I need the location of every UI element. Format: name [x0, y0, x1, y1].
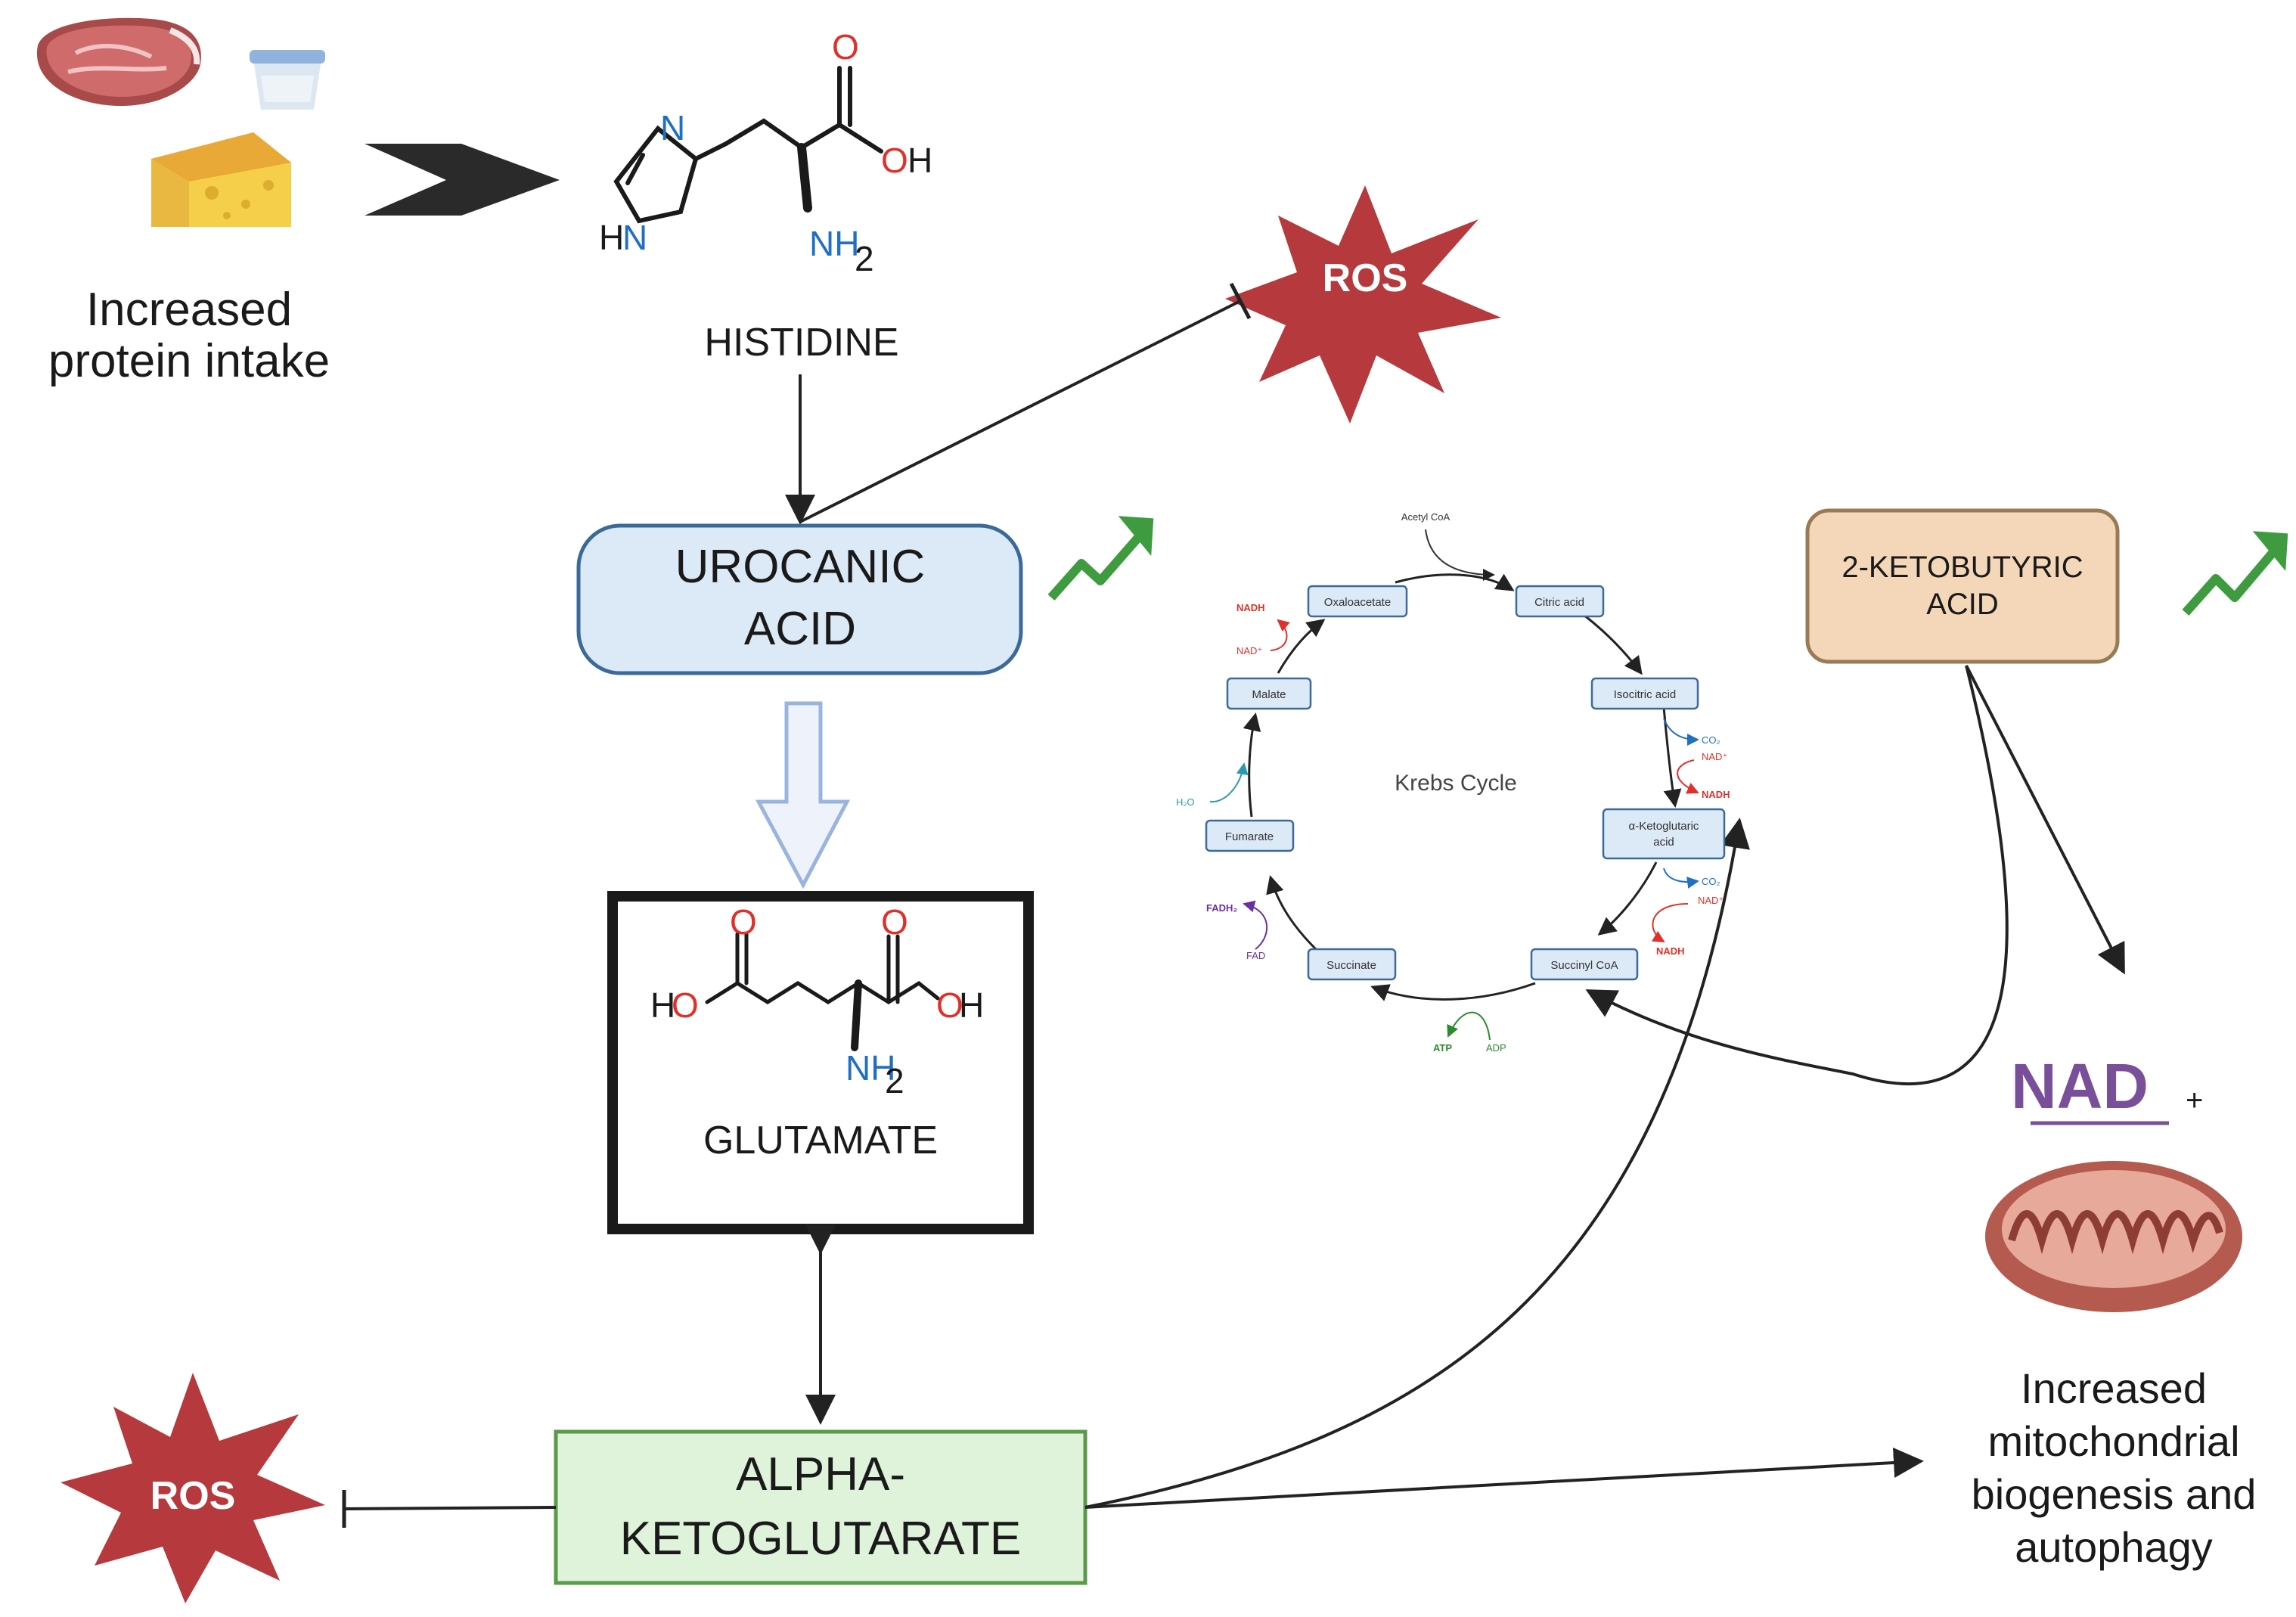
nadh-label-b: NADH — [1656, 945, 1685, 957]
histidine-nh2: NH — [809, 224, 859, 263]
krebs-node-akg: α-Ketoglutaric acid — [1602, 808, 1726, 860]
glutamate-box — [607, 891, 1034, 1234]
trend-up-icon-right — [2182, 531, 2288, 616]
outcome-line3: biogenesis and — [1972, 1470, 2257, 1518]
svg-text:Succinate: Succinate — [1326, 959, 1376, 972]
ketobutyric-line2: ACID — [1926, 588, 1999, 621]
glutamate-o2: O — [881, 902, 908, 942]
ketobutyric-acid-box — [1805, 508, 2120, 664]
fad-label: FAD — [1246, 950, 1265, 961]
svg-text:Citric acid: Citric acid — [1534, 596, 1584, 609]
ros-top-burst — [1225, 185, 1501, 424]
arrow-akg-to-krebs — [1084, 818, 1750, 1509]
co2-label-a: CO₂ — [1702, 734, 1720, 746]
svg-text:acid: acid — [1653, 836, 1674, 849]
glutamate-oh-o: O — [936, 985, 963, 1025]
krebs-node-malate: Malate — [1226, 677, 1312, 710]
alpha-ketoglutarate-box — [554, 1429, 1087, 1585]
histidine-hn: N — [622, 218, 647, 257]
arrow-keto-to-succinyl — [1585, 665, 2009, 1085]
nadp-label-b: NAD⁺ — [1698, 895, 1724, 906]
krebs-node-citric: Citric acid — [1515, 585, 1605, 618]
steak-icon — [36, 17, 201, 106]
nad-label: NAD — [2011, 1051, 2149, 1122]
fadh2-label: FADH₂ — [1206, 902, 1237, 914]
nadh-label-c: NADH — [1236, 602, 1265, 613]
krebs-cycle: Krebs Cycle Acetyl CoA Oxaloacetate Citr… — [1176, 511, 1730, 1054]
histidine-label: HISTIDINE — [704, 321, 898, 365]
ros-top-label: ROS — [1323, 256, 1408, 300]
intake-label-line2: protein intake — [48, 335, 330, 387]
outcome-line1: Increased — [2021, 1364, 2207, 1412]
arrow-akg-to-outcome — [1084, 1448, 1924, 1509]
nadp-label-c: NAD⁺ — [1236, 645, 1262, 656]
inhibit-bar-top — [1229, 282, 1252, 320]
arrow-keto-to-nad — [1965, 665, 2125, 975]
ros-bottom-label: ROS — [150, 1474, 236, 1518]
krebs-node-succinate: Succinate — [1307, 948, 1397, 981]
krebs-node-isocitric: Isocitric acid — [1590, 677, 1699, 710]
svg-text:Malate: Malate — [1252, 688, 1286, 701]
histidine-hn-h: H — [599, 218, 624, 257]
outcome-line4: autophagy — [2015, 1523, 2213, 1571]
glutamate-ho-h: H — [650, 985, 675, 1025]
glutamate-nh2: NH — [845, 1048, 895, 1088]
svg-text:Isocitric acid: Isocitric acid — [1614, 688, 1677, 701]
krebs-node-succinyl: Succinyl CoA — [1530, 948, 1639, 981]
intake-label-line1: Increased — [86, 284, 292, 336]
akg-line2: KETOGLUTARATE — [620, 1513, 1022, 1565]
krebs-node-oxaloacetate: Oxaloacetate — [1307, 585, 1408, 618]
glutamate-o1: O — [730, 902, 757, 942]
cheese-icon — [151, 132, 291, 227]
histidine-o: O — [832, 27, 859, 67]
glutamate-ho-o: O — [672, 985, 699, 1025]
svg-text:Oxaloacetate: Oxaloacetate — [1324, 596, 1391, 609]
histidine-oh-h: H — [908, 141, 932, 180]
glutamate-nh2-sub: 2 — [885, 1061, 904, 1100]
acetyl-coa-label: Acetyl CoA — [1401, 511, 1451, 523]
histidine-n: N — [660, 108, 685, 147]
atp-label: ATP — [1433, 1042, 1452, 1054]
yogurt-icon — [250, 50, 325, 110]
glutamate-label: GLUTAMATE — [703, 1119, 938, 1162]
inhibit-urocanic-to-ros — [799, 300, 1241, 523]
krebs-node-fumarate: Fumarate — [1205, 819, 1295, 852]
krebs-title: Krebs Cycle — [1395, 771, 1517, 796]
mitochondrion-icon — [1985, 1161, 2242, 1312]
nadp-label-a: NAD⁺ — [1702, 751, 1727, 762]
svg-text:α-Ketoglutaric: α-Ketoglutaric — [1629, 820, 1699, 833]
hollow-arrow-down — [755, 701, 851, 889]
akg-line1: ALPHA- — [736, 1448, 905, 1501]
h2o-label: H₂O — [1176, 796, 1195, 808]
histidine-oh-o: O — [881, 141, 908, 180]
ros-bottom-burst — [61, 1373, 325, 1603]
svg-text:Succinyl CoA: Succinyl CoA — [1550, 959, 1618, 972]
urocanic-line1: UROCANIC — [675, 541, 926, 593]
inhibit-akg-to-ros — [343, 1506, 557, 1510]
ketobutyric-line1: 2-KETOBUTYRIC — [1841, 551, 2083, 584]
histidine-nh2-sub: 2 — [855, 239, 874, 278]
nad-superscript: + — [2186, 1084, 2203, 1117]
histidine-structure — [613, 66, 883, 224]
acetyl-arrow — [1425, 529, 1495, 581]
svg-text:Fumarate: Fumarate — [1225, 830, 1274, 843]
adp-label: ADP — [1486, 1042, 1506, 1054]
glutamate-structure — [705, 932, 940, 1051]
co2-label-b: CO₂ — [1702, 876, 1720, 887]
outcome-line2: mitochondrial — [1987, 1417, 2239, 1465]
chevron-arrow-icon — [365, 144, 560, 216]
urocanic-acid-box — [576, 523, 1023, 675]
glutamate-oh-h: H — [959, 985, 984, 1025]
urocanic-line2: ACID — [744, 603, 856, 655]
nadh-label-a: NADH — [1702, 789, 1730, 800]
trend-up-icon — [1047, 516, 1154, 601]
